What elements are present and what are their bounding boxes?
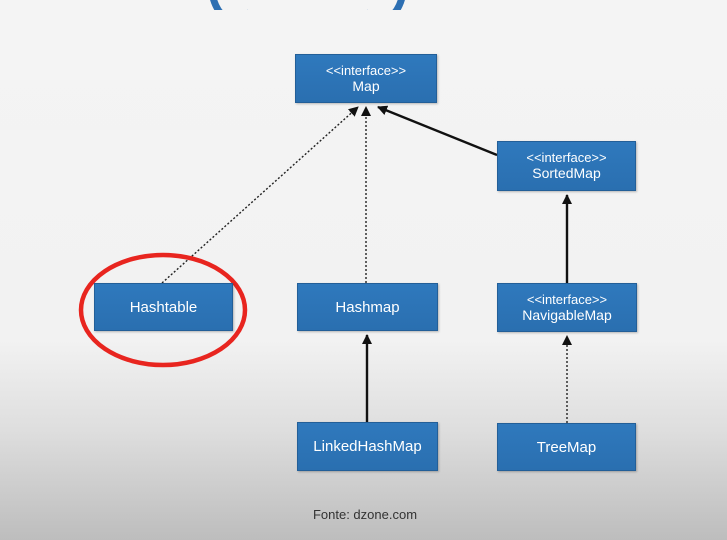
edge-sortedmap-map xyxy=(377,105,498,157)
highlight-circle xyxy=(78,252,248,368)
map-stereotype: <<interface>> xyxy=(325,62,407,78)
node-sortedmap: <<interface>> SortedMap xyxy=(497,141,636,191)
node-hashtable: Hashtable xyxy=(94,283,233,331)
navigablemap-stereotype: <<interface>> xyxy=(526,291,608,307)
node-linkedhashmap: LinkedHashMap xyxy=(297,422,438,471)
treemap-name: TreeMap xyxy=(536,438,597,456)
hashtable-name: Hashtable xyxy=(129,298,198,316)
sortedmap-name: SortedMap xyxy=(532,165,601,181)
node-treemap: TreeMap xyxy=(497,423,636,471)
title-paren-left xyxy=(208,0,262,10)
linkedhashmap-name: LinkedHashMap xyxy=(313,438,422,455)
hashmap-name: Hashmap xyxy=(335,298,400,316)
sortedmap-stereotype: <<interface>> xyxy=(526,150,607,165)
map-name: Map xyxy=(352,77,380,94)
node-navigablemap: <<interface>> NavigableMap xyxy=(497,283,637,332)
title-fragment xyxy=(150,0,450,10)
navigablemap-name: NavigableMap xyxy=(522,306,612,323)
node-map: <<interface>> Map xyxy=(295,54,437,103)
node-hashmap: Hashmap xyxy=(297,283,438,331)
source-caption: Fonte: dzone.com xyxy=(312,507,418,522)
